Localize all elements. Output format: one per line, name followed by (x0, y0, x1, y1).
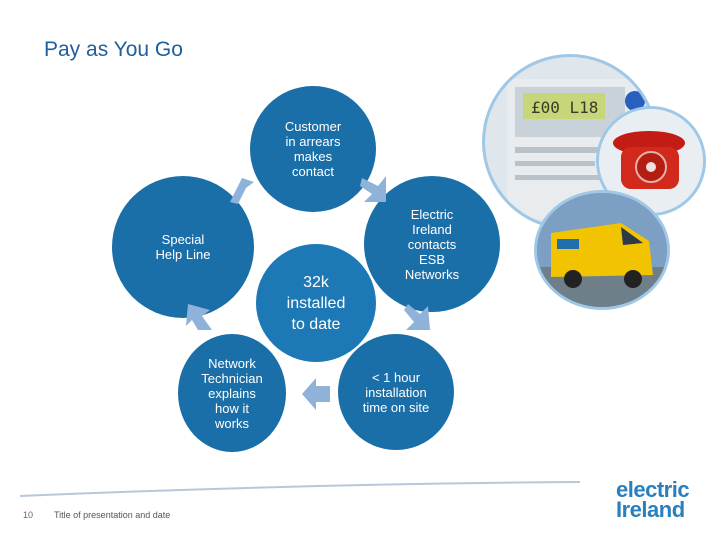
step-technician-explains: Network Technician explains how it works (178, 334, 286, 452)
arrow-right-to-bottom (402, 300, 434, 334)
center-circle-label: 32k installed to date (287, 272, 346, 335)
step-installation-time-label: < 1 hour installation time on site (363, 370, 429, 415)
step-installation-time: < 1 hour installation time on site (338, 334, 454, 450)
center-circle: 32k installed to date (256, 244, 376, 362)
arrow-top-to-right (358, 172, 390, 206)
arrow-left-to-top (226, 172, 258, 206)
page-number: 10 (23, 510, 33, 520)
footer-text: Title of presentation and date (54, 510, 170, 520)
slide-title: Pay as You Go (44, 38, 183, 62)
logo-line-2: Ireland (616, 500, 689, 520)
van-photo (534, 190, 670, 310)
step-special-help-line-label: Special Help Line (156, 232, 211, 262)
step-customer-contact-label: Customer in arrears makes contact (285, 119, 341, 179)
footer-divider (20, 480, 580, 500)
meter-display-text: £00 L18 (531, 98, 598, 117)
step-esb-networks-label: Electric Ireland contacts ESB Networks (405, 207, 459, 282)
step-technician-explains-label: Network Technician explains how it works (201, 356, 262, 431)
arrow-bottom-to-technician (300, 376, 332, 412)
arrow-technician-to-helpline (182, 300, 216, 334)
electric-ireland-logo: electric Ireland (616, 480, 689, 520)
